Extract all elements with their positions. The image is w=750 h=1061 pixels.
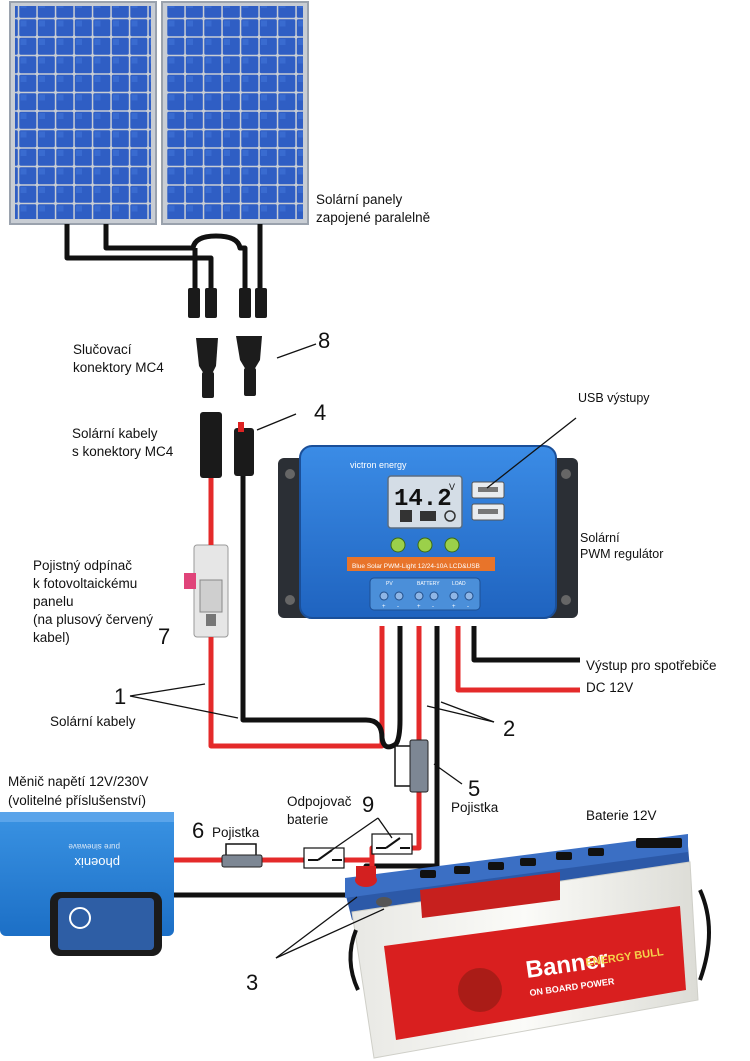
number-6: 6 [192,818,204,843]
mc4-cable-connectors [200,412,254,478]
fuse-6 [221,843,263,868]
usb-label: USB výstupy [578,391,650,405]
panel-cables [64,224,263,290]
usb-ports [471,481,505,521]
solar-cables-label: Solární kabely [50,714,136,729]
fuse-disc-line1: Pojistný odpínač [33,558,132,573]
number-7: 7 [158,624,170,649]
polarity-5: + [452,604,456,610]
load-output-label: Výstup pro spotřebiče DC 12V [586,658,717,695]
terminal-battery: BATTERY [417,581,440,587]
load-output-line1: Výstup pro spotřebiče [586,658,717,673]
number-9: 9 [362,792,374,817]
fuse-disc-line4: (na plusový červený [33,612,153,627]
disconnector-label-line1: Odpojovač [287,794,352,809]
inverter-subtitle: pure sinewave [68,842,120,851]
battery: Banner ENERGY BULL ON BOARD POWER [345,834,711,1059]
inverter-brand: phoenix [74,855,120,870]
battery-label: Baterie 12V [586,808,657,823]
inverter-label: Měnič napětí 12V/230V (volitelné přísluš… [8,774,148,808]
fuse-5-label: Pojistka [451,800,499,815]
fuse-disc-line3: panelu [33,594,74,609]
controller-display-unit: V [449,482,455,492]
solar-panel-right [161,1,309,225]
cables-mc4-line2: s konektory MC4 [72,444,174,459]
fuse-disconnector [184,544,229,638]
load-status-icon [444,537,460,553]
fuse-disc-line2: k fotovoltaickému [33,576,137,591]
inverter-label-line2: (volitelné příslušenství) [8,793,146,808]
regulator-label: Solární PWM regulátor [580,531,663,561]
controller-model: Blue Solar PWM-Light 12/24-10A LCD&USB [352,563,480,570]
number-1: 1 [114,684,126,709]
mc4-connectors-top [188,288,267,318]
battery-status-icon [417,537,433,553]
polarity-4: - [432,604,434,610]
leader-lines [129,343,577,959]
number-4: 4 [314,400,326,425]
inverter-label-line1: Měnič napětí 12V/230V [8,774,148,789]
pv-status-icon [390,537,406,553]
regulator-label-line1: Solární [580,531,620,545]
fuse-6-label: Pojistka [212,825,260,840]
mc4-merge-connectors [196,336,262,398]
inverter: phoenix pure sinewave [0,812,174,956]
fuse-disc-line5: kabel) [33,630,70,645]
polarity-1: + [382,604,386,610]
terminal-pv: PV [386,581,393,587]
battery-disconnect-switches [303,833,413,869]
number-2: 2 [503,716,515,741]
fuse-5 [394,739,429,793]
battery-negative-terminal [376,897,392,907]
wires [174,476,580,898]
polarity-2: - [397,604,399,610]
terminal-load: LOAD [452,581,466,587]
number-3: 3 [246,970,258,995]
regulator-label-line2: PWM regulátor [580,547,663,561]
charge-controller: victron energy 14.2 V Blue Solar PWM-Lig… [278,445,578,619]
panels-label-line2: zapojené paralelně [316,210,430,225]
fuse-disconnector-label: Pojistný odpínač k fotovoltaickému panel… [33,558,153,645]
solar-cables-mc4-label: Solární kabely s konektory MC4 [72,426,174,459]
number-8: 8 [318,328,330,353]
merge-label-line1: Slučovací [73,342,132,357]
number-5: 5 [468,776,480,801]
merge-label-line2: konektory MC4 [73,360,164,375]
disconnector-label-line2: baterie [287,812,328,827]
merge-connectors-label: Slučovací konektory MC4 [73,342,164,375]
polarity-6: - [467,604,469,610]
controller-display: 14.2 [394,486,452,513]
bull-logo-icon [458,968,502,1012]
battery-disconnector-label: Odpojovač baterie [287,794,352,827]
panels-label: Solární panely zapojené paralelně [316,192,430,225]
cables-mc4-line1: Solární kabely [72,426,158,441]
terminal-screws [379,591,474,601]
solar-panel-left [9,1,157,225]
load-output-line2: DC 12V [586,680,633,695]
polarity-3: + [417,604,421,610]
controller-brand: victron energy [350,460,407,470]
panels-label-line1: Solární panely [316,192,403,207]
